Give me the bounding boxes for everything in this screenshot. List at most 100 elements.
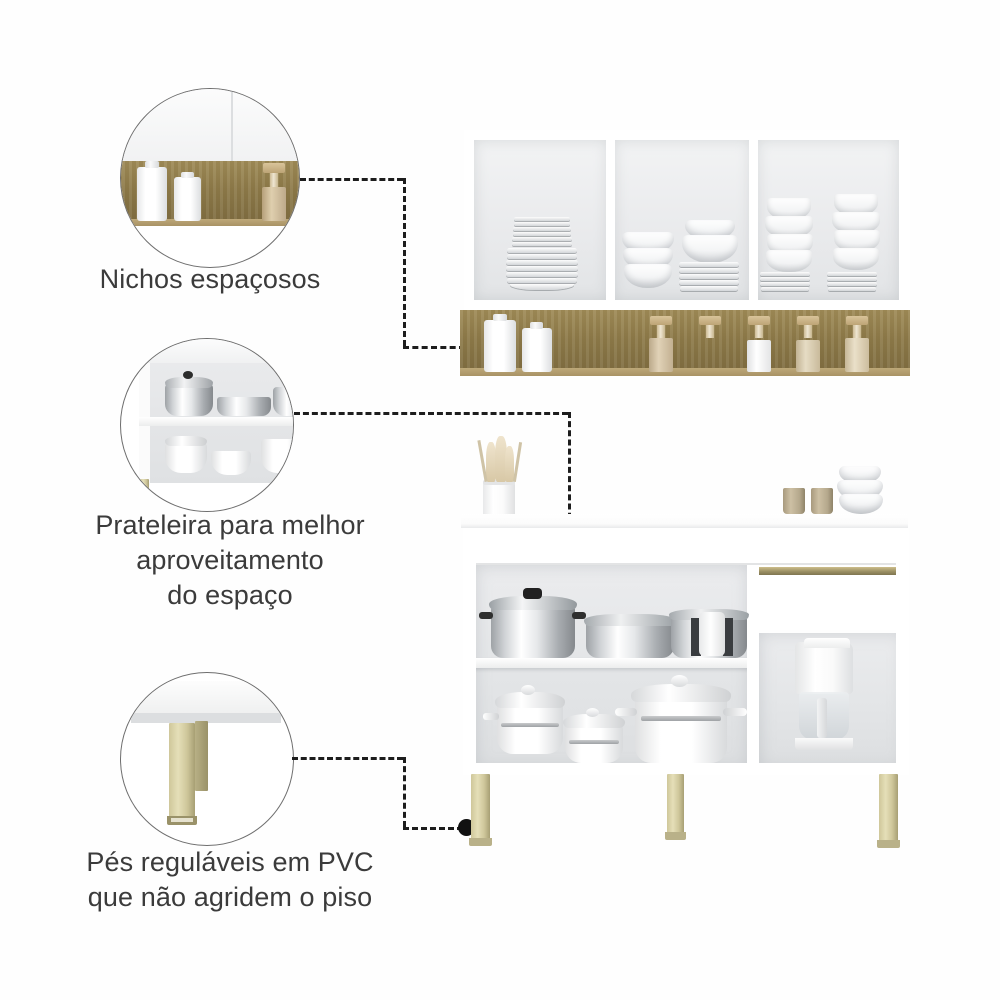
white-stock-pot-band [641, 716, 721, 721]
jar-lid-icon [699, 316, 721, 325]
coffee-maker-reservoir [804, 638, 850, 648]
cup [765, 216, 813, 238]
jar-lid-icon [846, 316, 868, 325]
utensil-whisk [512, 442, 523, 482]
cup [834, 194, 878, 216]
callout2-pot-upper [165, 384, 213, 416]
callout2-pot-lower-left [165, 443, 207, 473]
plate [507, 278, 577, 283]
plate [513, 232, 571, 236]
coffee-maker-body [795, 642, 853, 694]
wooden-utensil [495, 436, 507, 482]
counter-unit-center-divider [747, 565, 759, 771]
pressure-cooker-lid [489, 596, 577, 610]
spice-jar [746, 316, 772, 372]
callout1-canister-large [137, 167, 167, 221]
callout1-spice-jar [261, 163, 287, 221]
white-pot-left-handle [483, 713, 499, 720]
leg-foot-left [469, 838, 492, 846]
saucer [760, 272, 810, 276]
callout2-cabinet-top [139, 339, 293, 363]
wall-unit-divider-2 [749, 134, 758, 306]
spice-jar [844, 316, 870, 372]
connector3-seg-h2 [403, 827, 463, 830]
stock-pot-band-right [723, 618, 733, 656]
countertop-bowl-stack [837, 466, 885, 514]
jar-body [698, 338, 722, 372]
coffee-maker-base [795, 738, 853, 750]
wall-unit-wood-shelf-canister-2 [522, 328, 552, 372]
jar-body [262, 187, 286, 221]
connector1-seg-h2 [403, 346, 493, 349]
connector1-seg-h1 [300, 178, 403, 181]
bowl-stack-center-left [622, 232, 674, 290]
plate [506, 260, 578, 265]
plate [679, 262, 739, 267]
pressure-cooker-knob [523, 588, 542, 599]
leg-foot-right [877, 840, 900, 848]
jar-neck [853, 325, 861, 338]
white-pot-small [565, 725, 623, 763]
plate [512, 237, 572, 241]
wall-unit-divider-1 [606, 134, 615, 306]
saute-pan-lid [584, 614, 676, 626]
jar-lid-icon [263, 163, 285, 173]
callout2-pot-lower-mid [211, 451, 251, 475]
plate [680, 286, 738, 291]
saucer [761, 287, 809, 291]
callout1-canister-small [174, 177, 201, 221]
callout1-canister-small-lid [181, 172, 194, 178]
wooden-utensil [505, 446, 514, 482]
connector3-seg-h1 [292, 757, 403, 760]
counter-unit-left-side-panel [463, 528, 476, 771]
callout3-leg-back [195, 721, 208, 791]
white-stock-pot-handle-left [615, 708, 637, 716]
bowl [839, 466, 881, 484]
callout2-pot-upper-right [273, 387, 293, 416]
callout2-pot-upper-knob [183, 371, 193, 379]
canister-lid-right [530, 322, 543, 329]
white-stock-pot [635, 697, 727, 763]
callout3-leg-front [169, 723, 195, 819]
counter-unit-center-leg [667, 774, 684, 834]
saute-pan [586, 622, 674, 658]
cup-stack-right-right [832, 194, 882, 270]
plate [679, 274, 739, 279]
spice-jar [795, 316, 821, 372]
jar-lid-icon [748, 316, 770, 325]
counter-unit [455, 420, 915, 850]
plate [506, 272, 578, 277]
white-pot-left-lid [495, 692, 565, 708]
jar-neck [755, 325, 763, 338]
cup [834, 230, 880, 252]
jar-neck [657, 325, 665, 338]
plate-bottom [510, 284, 574, 290]
callout-circle-nichos [120, 88, 300, 268]
plate [679, 280, 739, 285]
counter-unit-right-side-panel [896, 528, 909, 771]
saucer [827, 272, 877, 276]
connector1-seg-v [403, 178, 406, 346]
plate [679, 268, 739, 273]
counter-unit-right-drawer [755, 565, 908, 630]
white-stock-pot-knob [671, 675, 688, 687]
caption-pes: Pés reguláveis em PVC que não agridem o … [86, 847, 374, 913]
jar-neck [804, 325, 812, 338]
stock-pot-band-left [691, 618, 701, 656]
counter-unit-bottom-panel [463, 763, 909, 775]
callout1-upper-wall [121, 89, 299, 161]
plate [512, 242, 572, 246]
white-pot-small-lid [563, 714, 625, 728]
saucer [827, 282, 877, 286]
wooden-utensil [486, 442, 496, 482]
stock-pot-handle [699, 612, 725, 656]
white-pot-left [497, 704, 563, 754]
cup [766, 250, 812, 272]
plate [506, 266, 578, 271]
jar-neck [706, 325, 714, 338]
callout2-pot-lower-left-lid [165, 436, 207, 446]
callout-circle-pes [120, 672, 294, 846]
wall-unit-frame [464, 130, 910, 310]
cup [832, 212, 880, 234]
